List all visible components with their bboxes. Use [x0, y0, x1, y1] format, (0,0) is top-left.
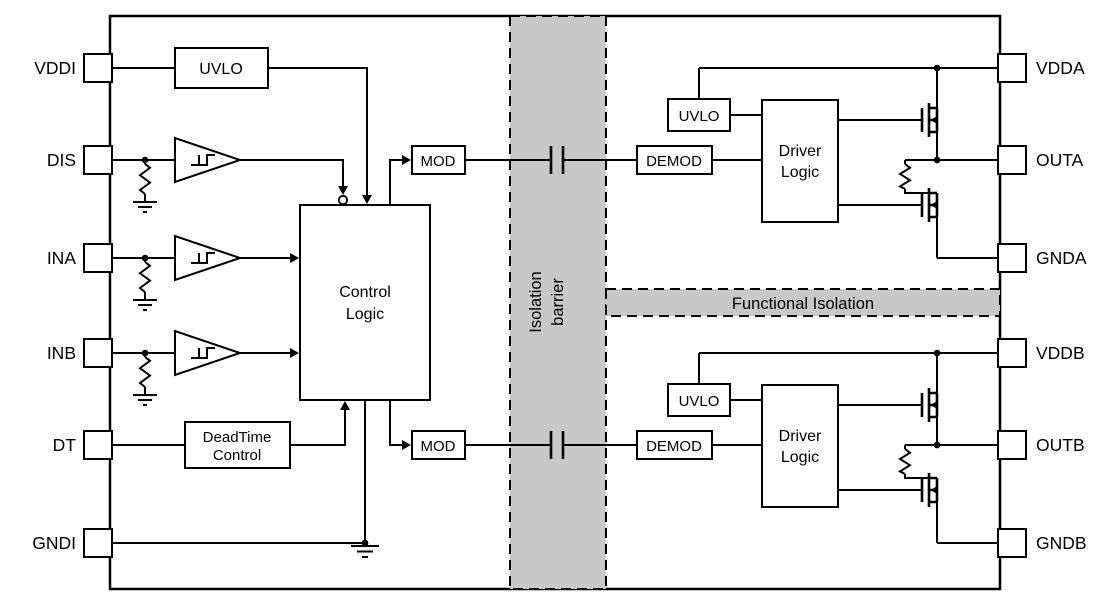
- deadtime-label-line1: DeadTime: [203, 429, 272, 446]
- pin-label-vddi: VDDI: [34, 58, 76, 78]
- ina-to-control-arrow: [290, 253, 299, 263]
- mod-b-block: [411, 430, 466, 460]
- mosfet-a-low-arrow: [930, 201, 937, 209]
- deadtime-label-line2: Control: [213, 447, 261, 464]
- dis-to-control-arrow: [338, 186, 348, 195]
- pin-label-inb: INB: [47, 343, 76, 363]
- right-pins: VDDA OUTA GNDA VDDB OUTB GNDB: [997, 53, 1087, 558]
- pin-gndb: [997, 528, 1027, 558]
- hysteresis-glyph: [191, 154, 215, 166]
- mosfet-a-high-arrow: [930, 116, 937, 124]
- driver-a-label-line2: Logic: [781, 164, 819, 181]
- driver-b-label-line2: Logic: [781, 449, 819, 466]
- pin-label-gndi: GNDI: [32, 533, 76, 553]
- demod-a-block: [636, 145, 713, 175]
- pin-label-ina: INA: [47, 248, 77, 268]
- pin-outb: [997, 430, 1027, 460]
- pin-gnda: [997, 243, 1027, 273]
- driver-logic-a-block: [761, 99, 839, 223]
- deadtime-to-control-arrow: [340, 401, 350, 410]
- resistor-symbols: [138, 163, 912, 475]
- pin-outa: [997, 145, 1027, 175]
- control-to-mod-b-arrow: [402, 440, 411, 450]
- pin-label-gnda: GNDA: [1036, 248, 1087, 268]
- isolation-barrier-band: Isolation barrier: [509, 15, 607, 590]
- mod-a-block: [411, 145, 466, 175]
- control-logic-label-line2: Logic: [346, 306, 384, 323]
- hysteresis-glyph: [191, 252, 215, 264]
- pin-label-outa: OUTA: [1036, 150, 1084, 170]
- pin-label-dis: DIS: [47, 150, 76, 170]
- pin-vdda: [997, 53, 1027, 83]
- control-logic-label-line1: Control: [339, 284, 391, 301]
- pin-label-vddb: VDDB: [1036, 343, 1085, 363]
- control-to-mod-a-arrow: [402, 155, 411, 165]
- isolation-capacitor-symbols: [549, 146, 565, 459]
- mod-a-label: MOD: [421, 153, 456, 170]
- driver-logic-b-block: [761, 384, 839, 508]
- uvlo-a-block: [667, 98, 731, 132]
- uvlo-a-label: UVLO: [679, 108, 720, 125]
- demod-b-block: [636, 430, 713, 460]
- pin-gndi: [83, 528, 113, 558]
- uvlo-b-label: UVLO: [679, 393, 720, 410]
- blocks: UVLO Control Logic DeadTime Control MOD …: [174, 47, 839, 508]
- mosfet-b-low-arrow: [930, 486, 937, 494]
- pin-label-gndb: GNDB: [1036, 533, 1087, 553]
- inverter-bubble: [337, 194, 349, 206]
- pin-vddb: [997, 338, 1027, 368]
- functional-isolation-region: [605, 288, 1001, 317]
- driver-b-label-line1: Driver: [779, 428, 822, 445]
- pin-dt: [83, 430, 113, 460]
- pin-ina: [83, 243, 113, 273]
- pin-inb: [83, 338, 113, 368]
- schmitt-triggers: [174, 136, 244, 377]
- demod-a-label: DEMOD: [646, 153, 702, 170]
- isolation-barrier-label-line1: Isolation: [527, 271, 545, 332]
- pin-vddi: [83, 53, 113, 83]
- mod-b-label: MOD: [421, 438, 456, 455]
- junction-dots: [141, 64, 941, 547]
- pin-label-outb: OUTB: [1036, 435, 1085, 455]
- deadtime-control-block: [184, 421, 291, 469]
- mosfet-b-high-arrow: [930, 401, 937, 409]
- uvlo-b-block: [667, 383, 731, 417]
- control-logic-block: [299, 204, 431, 401]
- functional-isolation-band: Functional Isolation: [605, 288, 1001, 317]
- pin-label-vdda: VDDA: [1036, 58, 1085, 78]
- left-pins: VDDI DIS INA INB DT GNDI: [32, 53, 113, 558]
- isolation-barrier-region: [509, 15, 607, 590]
- hysteresis-glyph: [191, 347, 215, 359]
- output-mosfets: [920, 103, 939, 507]
- inb-to-control-arrow: [290, 348, 299, 358]
- demod-b-label: DEMOD: [646, 438, 702, 455]
- isolation-barrier-label-line2: barrier: [549, 278, 567, 326]
- uvlo-to-control-arrow: [362, 195, 372, 204]
- driver-a-label-line1: Driver: [779, 143, 822, 160]
- pin-dis: [83, 145, 113, 175]
- uvlo-input-block: [174, 47, 269, 89]
- functional-isolation-label: Functional Isolation: [732, 295, 874, 313]
- pin-label-dt: DT: [53, 435, 77, 455]
- uvlo-input-label: UVLO: [199, 61, 243, 78]
